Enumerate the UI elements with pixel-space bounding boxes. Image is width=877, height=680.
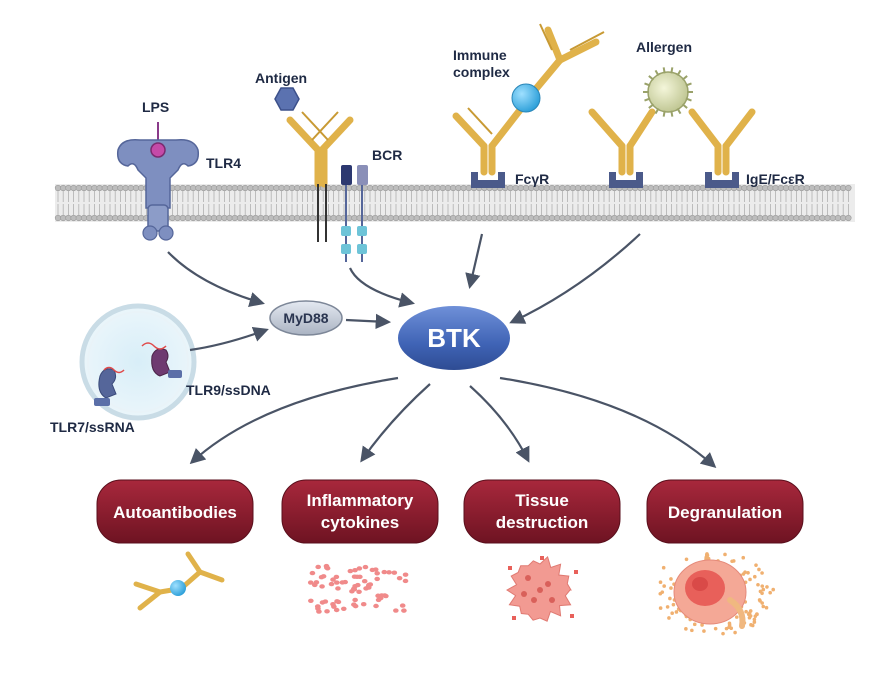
- antigen-label: Antigen: [255, 70, 307, 86]
- bcr-label: BCR: [372, 147, 402, 163]
- cell-membrane: [54, 184, 855, 222]
- pathway-arrows: [167, 233, 717, 469]
- immune-complex-label-line1: Immune: [453, 47, 507, 63]
- outcome-label-tissue-1: Tissue: [515, 491, 569, 510]
- allergen-label: Allergen: [636, 39, 692, 55]
- outcome-label-degranulation: Degranulation: [668, 503, 782, 522]
- allergen-molecule: [643, 67, 693, 117]
- degranulation-illustration: [658, 552, 776, 636]
- arrow-btk-cytokines: [360, 383, 431, 463]
- outcome-tissue-destruction: Tissue destruction: [463, 479, 621, 544]
- arrow-btk-autoantibodies: [189, 376, 399, 465]
- outcome-label-cytokines-1: Inflammatory: [307, 491, 414, 510]
- tlr4-label: TLR4: [206, 155, 241, 171]
- outcome-label-cytokines-2: cytokines: [321, 513, 399, 532]
- autoantibody-illustration: [133, 551, 225, 611]
- bcr-receptor: [274, 87, 368, 262]
- outcome-inflammatory-cytokines: Inflammatory cytokines: [281, 479, 439, 544]
- tlr9-label: TLR9/ssDNA: [186, 382, 271, 398]
- immune-complex-label-line2: complex: [453, 64, 510, 80]
- membrane-lipid-heads-bottom: [54, 214, 852, 222]
- tlr9-receptor: [141, 342, 182, 378]
- arrow-btk-degranulation: [499, 376, 717, 469]
- ige-fcer-label: IgE/FcεR: [746, 171, 805, 187]
- myd88-node: MyD88: [269, 300, 343, 336]
- cytokine-particles-illustration: [307, 563, 409, 614]
- lps-molecule: [150, 142, 166, 158]
- membrane-lipid-tails: [57, 191, 849, 215]
- btk-label: BTK: [427, 323, 481, 353]
- tlr4-receptor: [116, 122, 200, 241]
- tlr7-label: TLR7/ssRNA: [50, 419, 135, 435]
- outcome-label-autoantibodies: Autoantibodies: [113, 503, 237, 522]
- arrow-fcer-btk: [509, 233, 641, 324]
- endosome: [79, 303, 197, 421]
- tissue-destruction-illustration: [506, 555, 578, 622]
- immune-complex-ball: [511, 83, 541, 113]
- lps-label: LPS: [142, 99, 169, 115]
- arrow-endosome-myd88: [189, 327, 269, 352]
- antigen-molecule: [274, 87, 300, 111]
- myd88-label: MyD88: [283, 310, 328, 326]
- outcome-autoantibodies: Autoantibodies: [96, 479, 254, 544]
- tlr7-receptor: [94, 366, 125, 406]
- ige-fcer-receptors: [588, 67, 756, 188]
- fcgr-receptor: [452, 23, 605, 188]
- fcgr-label: FcγR: [515, 171, 549, 187]
- outcome-degranulation: Degranulation: [646, 479, 804, 544]
- arrow-myd88-btk: [345, 313, 392, 330]
- arrow-tlr4-myd88: [167, 251, 265, 307]
- arrow-bcr-btk: [348, 267, 415, 308]
- arrow-btk-tissue: [469, 385, 530, 463]
- arrow-fcgr-btk: [465, 233, 484, 290]
- outcome-label-tissue-2: destruction: [496, 513, 589, 532]
- btk-node: BTK: [398, 306, 510, 370]
